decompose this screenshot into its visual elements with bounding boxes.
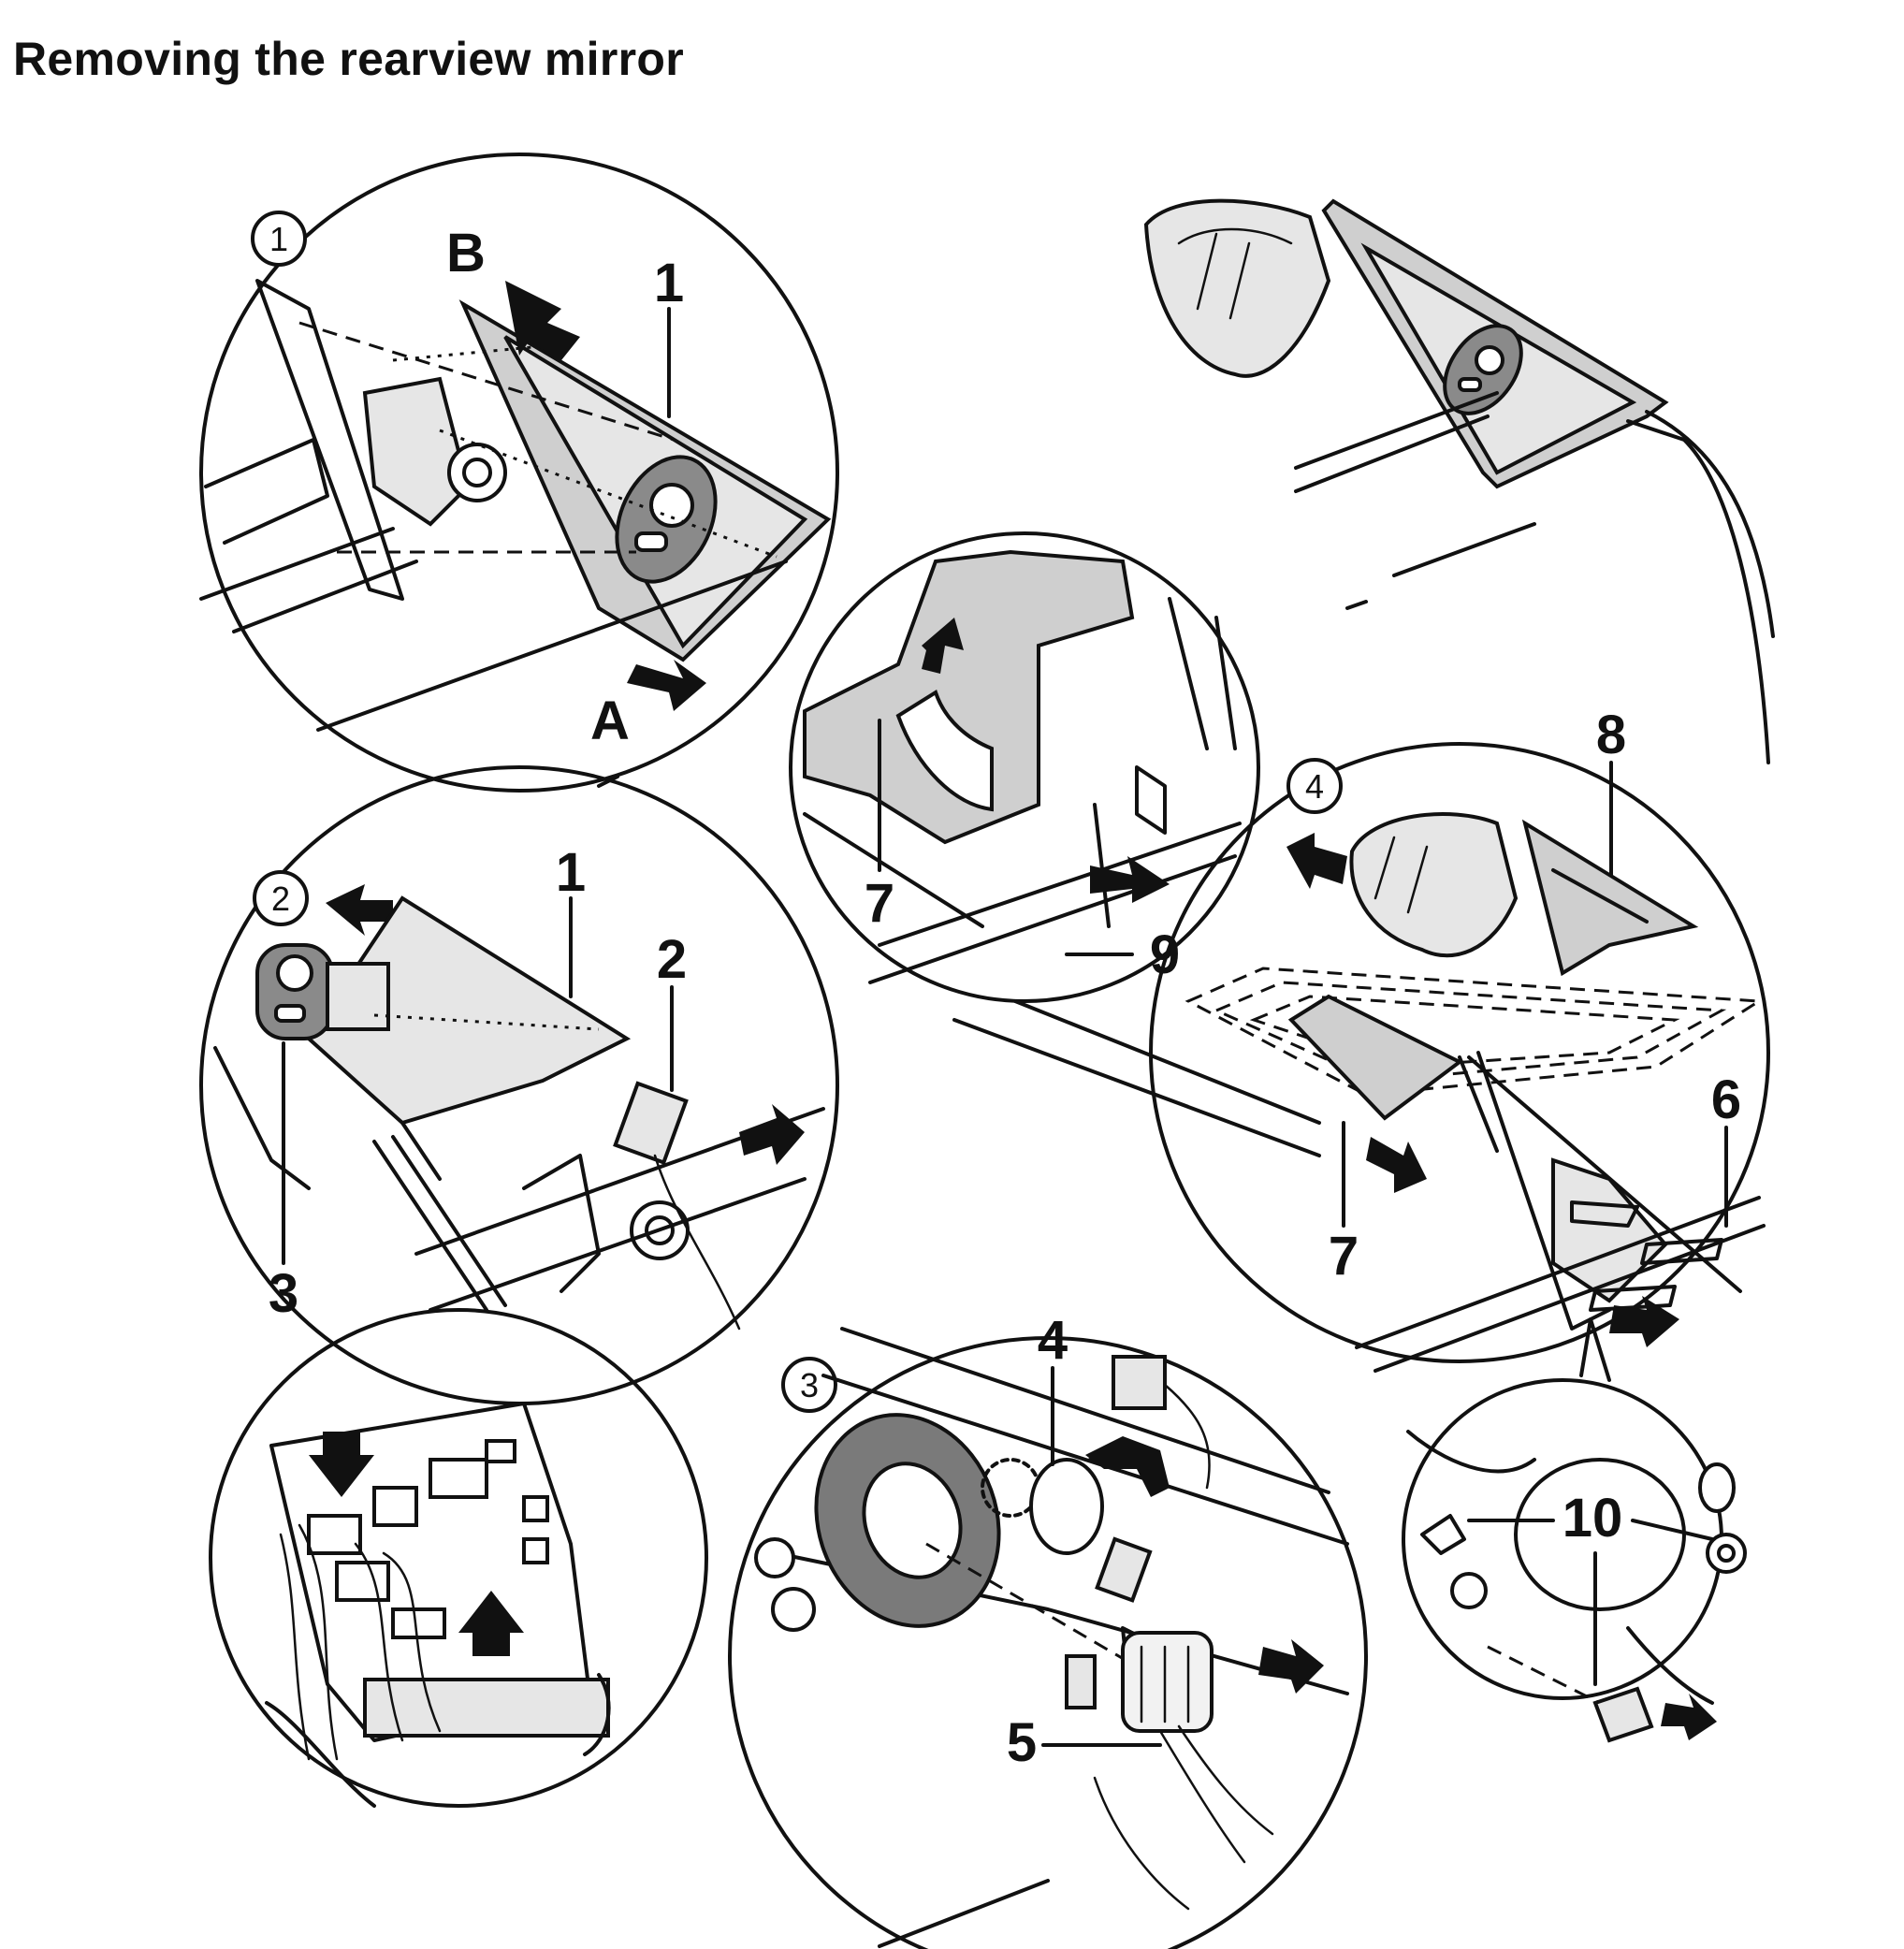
step-3-badge xyxy=(781,1357,837,1413)
clip-push-arrow-icon xyxy=(1090,856,1170,903)
step-1-badge xyxy=(251,211,307,267)
overview-mirror-assembly xyxy=(1143,198,1775,764)
fastener-detail: 10 xyxy=(1402,1317,1747,1743)
clip-detail-circle xyxy=(789,531,1260,1003)
page-title: Removing the rearview mirror xyxy=(13,33,684,85)
step-2-arrow-icon xyxy=(326,884,393,936)
step-1-circle xyxy=(199,153,839,793)
step-2-badge xyxy=(253,870,309,926)
callout-8-label: 8 xyxy=(1596,705,1626,765)
step-2-number: 2 xyxy=(271,880,290,918)
callout-5-label: 5 xyxy=(1007,1712,1037,1773)
arrow-b-icon xyxy=(505,281,580,360)
callout-10-label: 10 xyxy=(1562,1488,1623,1549)
step-4-arrow-icon xyxy=(1286,833,1347,889)
callout-6-label: 6 xyxy=(1711,1069,1741,1130)
step-4-detail: 4 8 6 7 xyxy=(1149,705,1770,1373)
callout-3-label: 3 xyxy=(269,1263,298,1324)
step-4-push-arrow-icon xyxy=(1366,1137,1427,1193)
step-3-circle xyxy=(728,1336,1368,1949)
callout-4-label: 4 xyxy=(1038,1310,1068,1371)
letter-a-label: A xyxy=(590,691,630,751)
step-2-detail: 2 1 2 3 xyxy=(199,765,839,1405)
letter-b-label: B xyxy=(446,223,486,284)
callout-7-label: 7 xyxy=(865,873,894,934)
connector-pull-arrow-icon xyxy=(1258,1639,1324,1694)
clip-detail: 7 9 xyxy=(789,531,1321,1157)
step-3-number: 3 xyxy=(800,1366,819,1404)
connector-zoom-circle xyxy=(209,1308,708,1808)
fastener-pull-arrow-icon xyxy=(1661,1694,1717,1740)
latch-up-arrow-icon xyxy=(458,1591,524,1656)
callout-1-label: 1 xyxy=(654,253,684,313)
step-4-circle xyxy=(1149,742,1770,1363)
connector-zoom-detail xyxy=(209,1308,708,1808)
latch-down-arrow-icon xyxy=(309,1432,374,1497)
step-1-detail: 1 B 1 A xyxy=(199,153,839,793)
rotate-arrow-icon xyxy=(1085,1436,1170,1497)
step-3-detail: 3 4 5 xyxy=(728,1310,1368,1949)
step-4-out-arrow-icon xyxy=(1609,1296,1679,1347)
step-1-number: 1 xyxy=(269,220,288,258)
callout-2-label: 2 xyxy=(657,929,687,990)
clip-up-arrow-icon xyxy=(922,618,964,674)
callout-1b-label: 1 xyxy=(556,842,586,903)
step-4-number: 4 xyxy=(1305,767,1324,806)
step-4-badge xyxy=(1286,758,1343,814)
step-2-push-arrow-icon xyxy=(739,1104,805,1165)
arrow-a-icon xyxy=(627,660,706,711)
callout-7b-label: 7 xyxy=(1329,1226,1359,1287)
